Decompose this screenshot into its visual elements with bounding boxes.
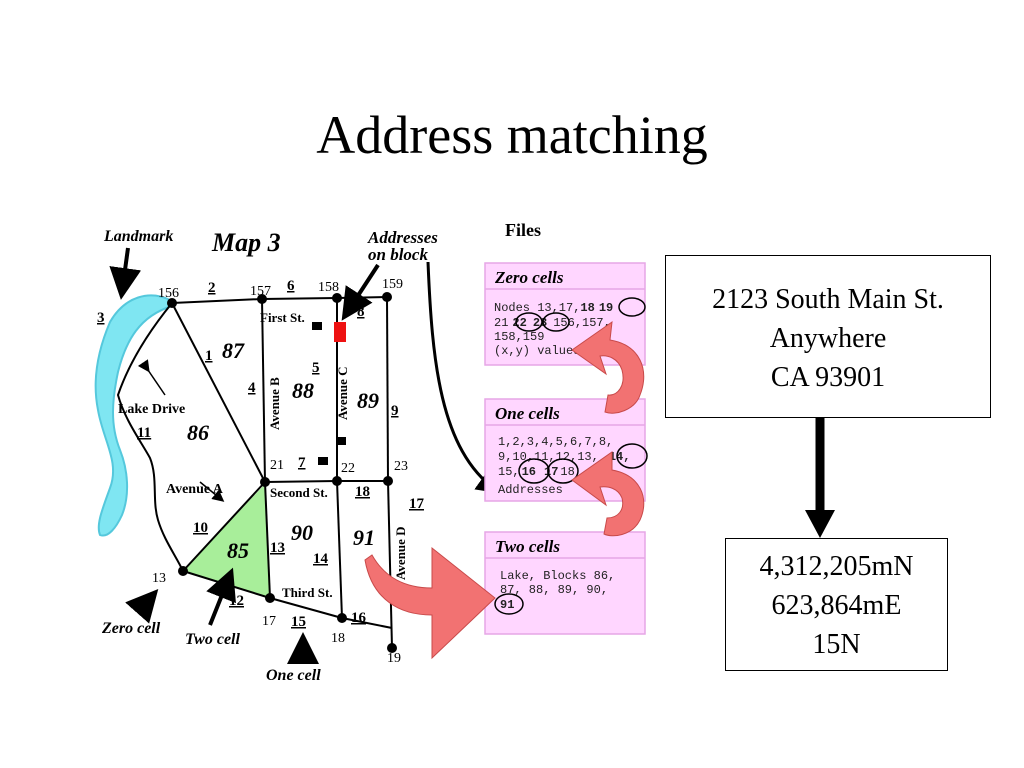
coordinate-box: 4,312,205mN 623,864mE 15N: [725, 538, 948, 671]
edge-label-11: 11: [137, 425, 151, 441]
first-st-label: First St.: [260, 310, 305, 325]
block-label-90: 90: [291, 520, 313, 545]
one-cells-line1: 1,2,3,4,5,6,7,8,: [498, 435, 613, 449]
two-cells-line1: Lake, Blocks 86,: [500, 569, 615, 583]
edge-label-10: 10: [193, 520, 208, 536]
third-st-label: Third St.: [282, 585, 333, 600]
avenue-b-label: Avenue B: [267, 377, 282, 430]
block-label-86: 86: [187, 420, 209, 445]
address-to-coordinate-arrowhead: [805, 510, 835, 538]
address-block-highlight: [334, 322, 346, 342]
zero-cells-line3: 158,159: [494, 330, 544, 344]
zero-cell-label: Zero cell: [101, 620, 161, 637]
avenue-d-label: Avenue D: [393, 526, 408, 580]
address-block: [312, 322, 322, 330]
avenue-c-label: Avenue C: [335, 366, 350, 420]
files-label: Files: [505, 220, 541, 240]
block-label-91: 91: [353, 525, 375, 550]
node-label-22: 22: [341, 461, 355, 476]
block-label-85: 85: [227, 538, 249, 563]
node-label-23: 23: [394, 459, 408, 474]
address-line1: 2123 South Main St.: [712, 284, 944, 315]
zero-cells-red-arrow: [571, 320, 645, 414]
node-label-13: 13: [152, 571, 166, 586]
two-cells-line3: 91: [500, 598, 514, 612]
coordinate-line3: 15N: [812, 629, 861, 660]
node-label-158: 158: [318, 280, 339, 295]
map-heading: Map 3: [211, 228, 281, 257]
edge-label-16: 16: [351, 610, 367, 626]
one-cells-line2: 9,10,11,12,13,14,: [498, 450, 630, 464]
coordinate-line1: 4,312,205mN: [759, 551, 914, 582]
lake-drive-label: Lake Drive: [118, 402, 185, 417]
zero-cells-title: Zero cells: [494, 268, 564, 287]
two-cells-title: Two cells: [495, 537, 560, 556]
node-label-19: 19: [387, 651, 401, 666]
node-label-18: 18: [331, 631, 345, 646]
address-block: [336, 437, 346, 445]
edge-label-5: 5: [312, 360, 320, 376]
edge-label-4: 4: [248, 380, 256, 396]
node-label-17: 17: [262, 614, 276, 629]
edge-label-9: 9: [391, 403, 399, 419]
two-cells-panel: [484, 531, 646, 635]
two-cells-line2: 87, 88, 89, 90,: [500, 583, 608, 597]
edge-label-13: 13: [270, 540, 285, 556]
edge-label-18: 18: [355, 484, 370, 500]
second-st-label: Second St.: [270, 485, 328, 500]
edge-label-2: 2: [208, 280, 216, 296]
two-cell-label: Two cell: [185, 631, 241, 648]
one-cells-title: One cells: [495, 404, 560, 423]
coordinate-line2: 623,864mE: [771, 590, 902, 621]
node-label-21: 21: [270, 458, 284, 473]
one-cells-red-arrow: [571, 451, 645, 537]
node-label-159: 159: [382, 277, 403, 292]
addresses-label-2: on block: [368, 245, 428, 264]
slide-title: Address matching: [316, 105, 708, 165]
edge-label-17: 17: [409, 496, 425, 512]
address-line2: Anywhere: [769, 323, 887, 354]
one-cells-line4: Addresses: [498, 483, 563, 497]
address-box: 2123 South Main St. Anywhere CA 93901: [665, 255, 991, 418]
edge-label-14: 14: [313, 551, 329, 567]
addresses-label: Addresses: [367, 228, 438, 247]
lake-shape: [94, 294, 174, 537]
edge-label-6: 6: [287, 278, 295, 294]
one-cell-label: One cell: [266, 667, 321, 684]
map-to-file-red-arrow: [364, 546, 496, 660]
block-label-89: 89: [357, 388, 379, 413]
two-cell-polygon: [183, 484, 270, 598]
node-label-156: 156: [158, 286, 179, 301]
avenue-a-label: Avenue A: [166, 482, 224, 497]
edge-label-7: 7: [298, 455, 306, 471]
edge-label-15: 15: [291, 614, 306, 630]
block-label-88: 88: [292, 378, 314, 403]
edge-label-12: 12: [229, 593, 244, 609]
node-label-157: 157: [250, 284, 271, 299]
block-label-87: 87: [222, 338, 245, 363]
edge-label-3: 3: [97, 310, 105, 326]
addresses-to-file-arrow: [426, 261, 501, 494]
edge-label-8: 8: [357, 304, 365, 320]
landmark-label: Landmark: [103, 228, 173, 245]
address-block: [318, 457, 328, 465]
zero-cells-line4: (x,y) values: [494, 344, 580, 358]
map-nodes: [167, 292, 397, 653]
edge-label-1: 1: [205, 348, 213, 364]
address-line3: CA 93901: [770, 362, 886, 393]
